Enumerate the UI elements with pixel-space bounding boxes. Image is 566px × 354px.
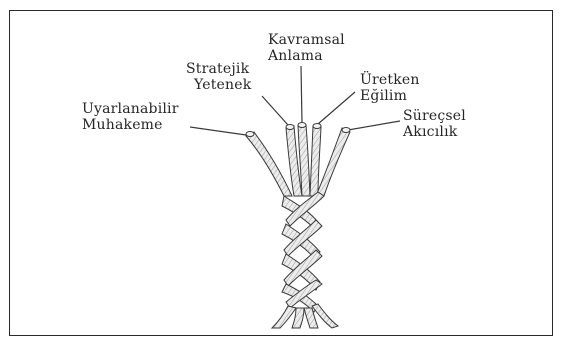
leader-line-stratejik: [262, 96, 288, 125]
strand-end: [246, 132, 254, 137]
strand-uyarlanabilir: [246, 132, 292, 196]
strand-end: [313, 124, 321, 129]
strand-end: [298, 123, 306, 128]
leader-line-uretken: [318, 92, 355, 124]
strand-end: [286, 125, 294, 130]
leader-lines: [190, 66, 400, 135]
leader-line-kavramsal: [301, 66, 302, 123]
braid-body: [282, 192, 324, 312]
strand-end: [342, 128, 350, 133]
strand-surecsel: [316, 128, 350, 196]
strand-tops: [246, 123, 350, 197]
strand-bottom: [272, 306, 296, 328]
strand-bottoms: [272, 304, 338, 328]
leader-line-uyarlanabilir: [190, 127, 246, 135]
leader-line-surecsel: [348, 121, 400, 130]
strand-uretken: [310, 126, 321, 196]
